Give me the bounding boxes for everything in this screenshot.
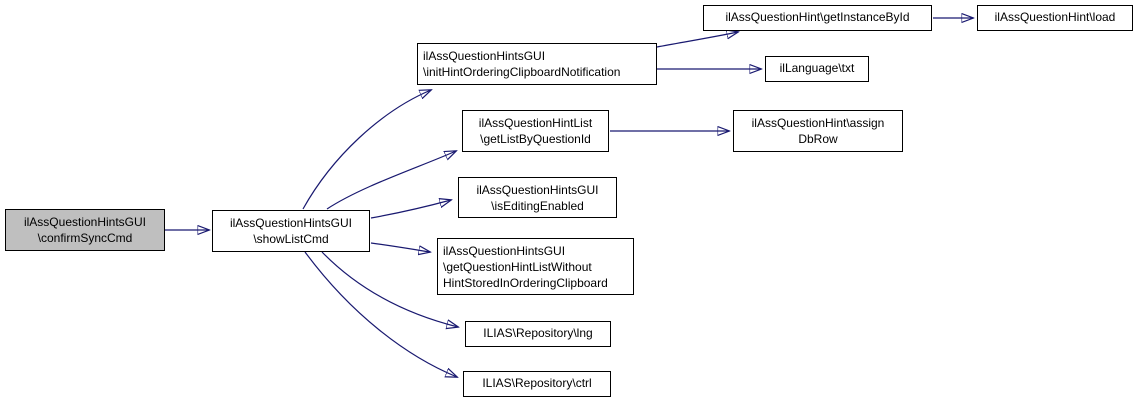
node-label-line: ilAssQuestionHintsGUI [443, 244, 566, 258]
node-label-line: ilAssQuestionHintsGUI [23, 215, 147, 229]
edge-showlist-getlist [326, 151, 456, 210]
node-label-line: HintStoredInOrderingClipboard [443, 276, 608, 290]
node-label-line: ilAssQuestionHint\load [994, 10, 1116, 24]
node-label-line: ilAssQuestionHint\getInstanceById [725, 10, 910, 24]
node-label-line: ILIAS\Repository\ctrl [482, 376, 592, 390]
node-label-line: ilAssQuestionHintsGUI [423, 49, 546, 63]
node-language-txt[interactable]: ilLanguage\txt [765, 56, 869, 82]
node-show-list-cmd[interactable]: ilAssQuestionHintsGUI \showListCmd [212, 210, 370, 252]
node-assign-db-row[interactable]: ilAssQuestionHint\assign DbRow [733, 110, 903, 152]
node-label-line: ilLanguage\txt [779, 61, 855, 75]
node-label-line: \getListByQuestionId [480, 132, 591, 146]
edge-showlist-lng [321, 251, 458, 327]
edge-showlist-getqhlist [370, 242, 430, 252]
node-load[interactable]: ilAssQuestionHint\load [977, 5, 1133, 31]
node-label-line: ilAssQuestionHintList [478, 116, 593, 130]
node-get-question-hint-list-without-hint-stored-in-ordering-clipboard[interactable]: ilAssQuestionHintsGUI \getQuestionHintLi… [437, 238, 634, 295]
node-label-line: \confirmSyncCmd [37, 231, 133, 245]
node-label-line: ilAssQuestionHintsGUI [476, 183, 599, 197]
node-init-hint-ordering-clipboard-notification[interactable]: ilAssQuestionHintsGUI \initHintOrderingC… [417, 43, 657, 85]
node-repository-lng[interactable]: ILIAS\Repository\lng [465, 321, 611, 347]
edge-showlist-isediting [370, 200, 451, 219]
node-confirm-sync-cmd[interactable]: ilAssQuestionHintsGUI \confirmSyncCmd [5, 209, 165, 251]
node-get-list-by-question-id[interactable]: ilAssQuestionHintList \getListByQuestion… [462, 110, 609, 152]
node-get-instance-by-id[interactable]: ilAssQuestionHint\getInstanceById [703, 5, 932, 31]
edge-showlist-ctrl [304, 251, 457, 377]
node-label-line: \showListCmd [253, 232, 329, 246]
edge-showlist-inithint [302, 90, 431, 210]
node-is-editing-enabled[interactable]: ilAssQuestionHintsGUI \isEditingEnabled [458, 177, 617, 218]
node-label-line: ILIAS\Repository\lng [483, 326, 593, 340]
node-label-line: \getQuestionHintListWithout [443, 260, 592, 274]
node-label-line: DbRow [798, 132, 838, 146]
node-repository-ctrl[interactable]: ILIAS\Repository\ctrl [463, 371, 611, 397]
node-label-line: \initHintOrderingClipboardNotification [423, 65, 621, 79]
edge-inithint-getinstance [656, 32, 738, 48]
node-label-line: ilAssQuestionHint\assign [751, 116, 885, 130]
node-label-line: ilAssQuestionHintsGUI [229, 216, 353, 230]
node-label-line: \isEditingEnabled [491, 199, 584, 213]
